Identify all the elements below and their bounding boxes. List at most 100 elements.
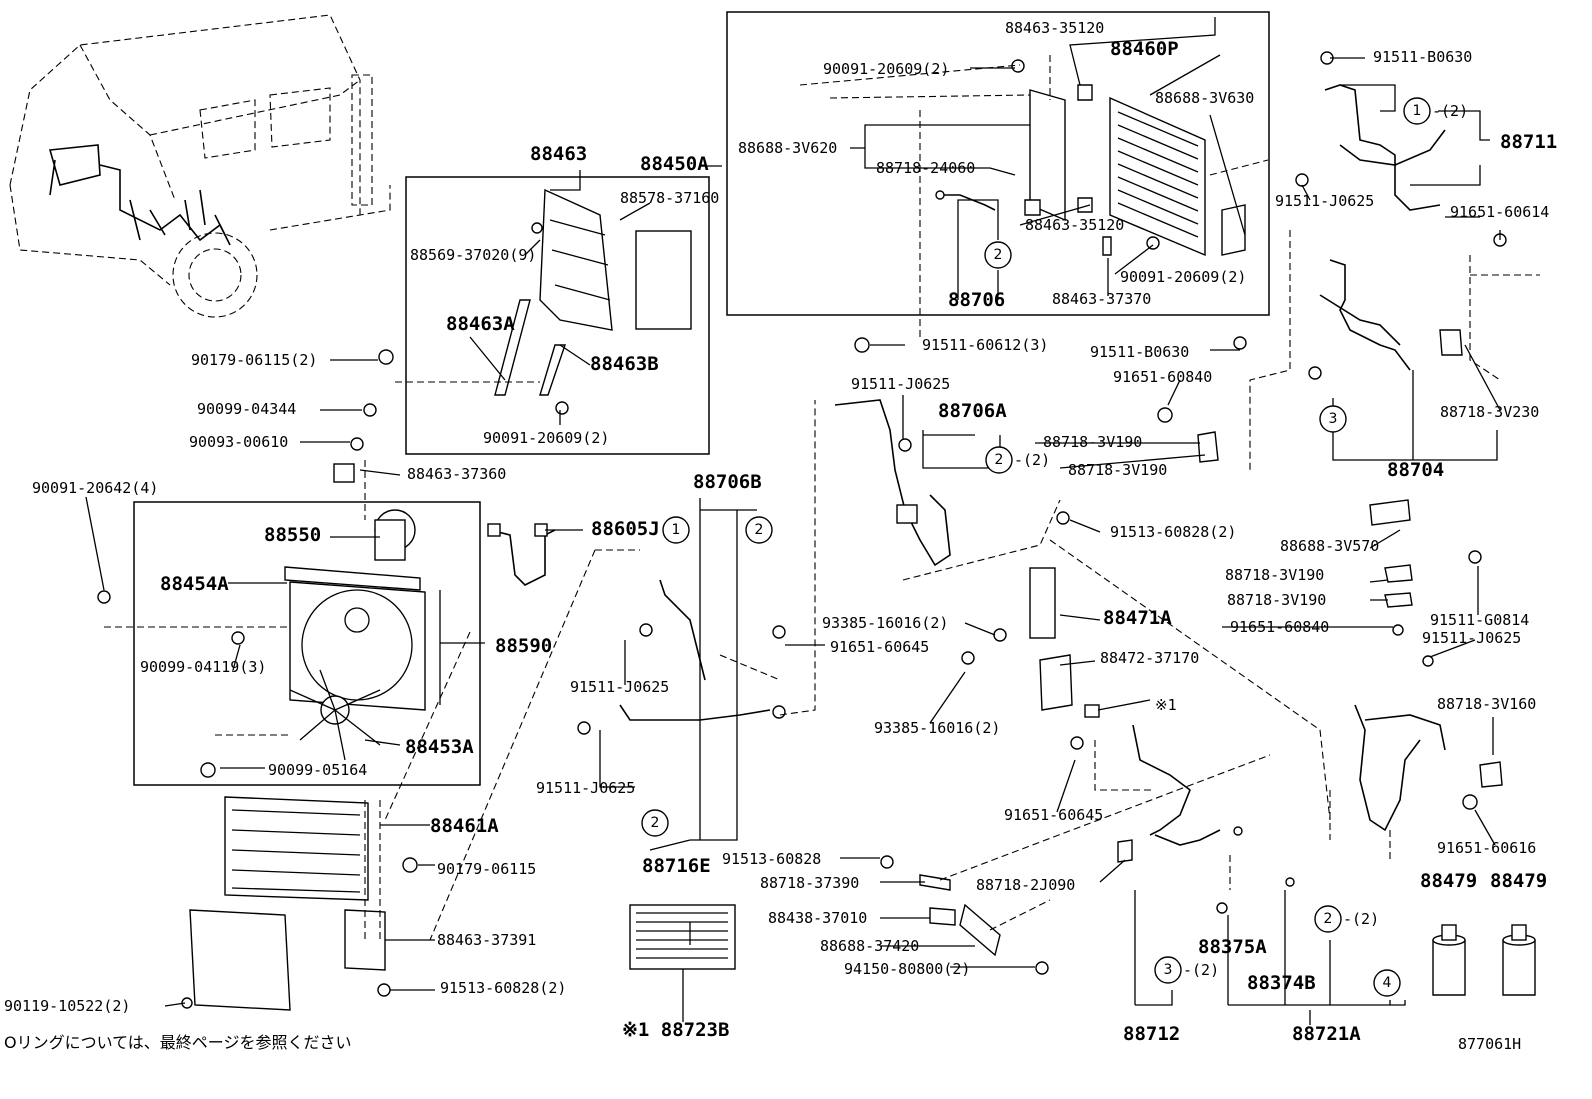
circle-marker-c7: 2: [641, 809, 669, 837]
circle-marker-ring: [985, 446, 1013, 474]
part-label-l22: 91511-60612(3): [922, 336, 1048, 354]
part-label-l10: 88569-37020(9): [410, 246, 536, 264]
pipe-88712: [1070, 724, 1243, 863]
part-label-l21: 91651-60614: [1450, 203, 1549, 221]
part-label-l11: 88463A: [446, 313, 515, 335]
part-label-l23: 91511-B0630: [1090, 343, 1189, 361]
part-label-l39: 88605J: [591, 518, 660, 540]
part-label-l71: 88463-37391: [437, 931, 536, 949]
part-label-l46: 88471A: [1103, 607, 1172, 629]
part-label-l28: 90093-00610: [189, 433, 288, 451]
group-box-88463: [405, 176, 710, 455]
part-label-l77: 90119-10522(2): [4, 997, 130, 1015]
part-label-l72: 88375A: [1198, 936, 1267, 958]
part-label-l01: 88463-35120: [1005, 19, 1104, 37]
part-label-l59: 91511-J0625: [536, 779, 635, 797]
circle-marker-c3: 3: [1319, 405, 1347, 433]
receiver-88471a: [961, 511, 1331, 821]
part-label-l58: 90099-05164: [268, 761, 367, 779]
circle-marker-number: 2: [1324, 911, 1333, 927]
part-label-l05: 88688-3V620: [738, 139, 837, 157]
part-label-l13: 90091-20609(2): [483, 429, 609, 447]
part-label-l07: 88463: [530, 143, 587, 165]
part-label-l04: 88688-3V630: [1155, 89, 1254, 107]
part-label-l54: ※1: [1155, 696, 1177, 714]
part-number-labels: 88463-3512088460P90091-20609(2)88688-3V6…: [4, 19, 1557, 1045]
circle-marker-number: 1: [672, 522, 681, 538]
circle-marker-number: 3: [1329, 411, 1338, 427]
diagram-id: 877061H: [1458, 1035, 1521, 1053]
part-label-l50: 88590: [495, 635, 552, 657]
circle-marker-ring: [1403, 97, 1431, 125]
circle-marker-ring: [1314, 905, 1342, 933]
part-label-l06: 88718-24060: [876, 159, 975, 177]
part-label-l32: 88718-3V190: [1043, 433, 1142, 451]
caution-label-88723b: [629, 904, 736, 1022]
circle-marker-ring: [662, 516, 690, 544]
part-label-l43: 88718-3V190: [1227, 591, 1326, 609]
circle-marker-number: 3: [1164, 962, 1173, 978]
part-label-l55: 88718-3V160: [1437, 695, 1536, 713]
part-label-l49: 90099-04119(3): [140, 658, 266, 676]
circle-marker-ring: [745, 516, 773, 544]
misc-lower-parts: [880, 754, 1271, 975]
part-label-l09: 88578-37160: [620, 189, 719, 207]
part-label-l40: 88688-3V570: [1280, 537, 1379, 555]
group-box-88450a: [726, 11, 1270, 316]
hoses-88706b-88716e: [429, 400, 816, 941]
part-label-l63: 91651-60616: [1437, 839, 1536, 857]
bracket-88463-group: [395, 188, 692, 415]
oring-note: Oリングについては、最終ページを参照ください: [4, 1033, 351, 1052]
part-label-l20: 91511-J0625: [1275, 192, 1374, 210]
circle-marker-number: 2: [994, 247, 1003, 263]
circle-marker-c10: 4: [1373, 969, 1401, 997]
fan-shroud-88590: [97, 349, 556, 778]
part-label-l68: 88479: [1420, 870, 1477, 892]
part-label-l31: 88706A: [938, 400, 1007, 422]
circle-marker-ring: [1373, 969, 1401, 997]
part-label-l65: 91513-60828: [722, 850, 821, 868]
part-label-l64: 90179-06115: [437, 860, 536, 878]
circle-marker-quantity: -(2): [1343, 910, 1379, 928]
part-label-l60: 91651-60645: [1004, 806, 1103, 824]
part-label-l42: 88718-3V190: [1225, 566, 1324, 584]
circle-marker-c4: 2 -(2): [985, 446, 1050, 474]
part-label-l27: 90099-04344: [197, 400, 296, 418]
circle-marker-ring: [1319, 405, 1347, 433]
part-label-l74: 94150-80800(2): [844, 960, 970, 978]
part-label-l37: 91513-60828(2): [1110, 523, 1236, 541]
part-label-l56: 93385-16016(2): [874, 719, 1000, 737]
hose-88706a: [834, 337, 1061, 581]
part-label-l26: 90179-06115(2): [191, 351, 317, 369]
part-label-l76: 91513-60828(2): [440, 979, 566, 997]
pipes-88711-88704: [1157, 51, 1540, 667]
part-label-l66: 88718-37390: [760, 874, 859, 892]
part-label-l41: 88454A: [160, 573, 229, 595]
oil-cans-88479: [1432, 924, 1536, 996]
part-label-l17: 88463-37370: [1052, 290, 1151, 308]
part-label-l80: 88721A: [1292, 1023, 1361, 1045]
circle-marker-c2: 2: [984, 241, 1012, 269]
part-label-l29: 88463-37360: [407, 465, 506, 483]
part-label-l53: 91511-J0625: [570, 678, 669, 696]
part-label-l62: 88716E: [642, 855, 711, 877]
part-label-l79: ※1 88723B: [622, 1019, 729, 1041]
circle-marker-c8: 2 -(2): [1314, 905, 1379, 933]
circle-marker-c9: 3 -(2): [1154, 956, 1219, 984]
part-label-l51: 91651-60645: [830, 638, 929, 656]
part-label-l78: 88712: [1123, 1023, 1180, 1045]
circle-marker-quantity: -(2): [1014, 451, 1050, 469]
part-label-l73: 88688-37420: [820, 937, 919, 955]
condenser-88461a: [181, 631, 471, 1011]
circle-marker-number: 4: [1383, 975, 1392, 991]
part-label-l48: 91511-J0625: [1422, 629, 1521, 647]
circle-marker-quantity: -(2): [1183, 961, 1219, 979]
part-label-l19: 88711: [1500, 131, 1557, 153]
circle-marker-c5: 1: [662, 516, 690, 544]
part-label-l08: 88450A: [640, 153, 709, 175]
part-label-l33: 88718-3V190: [1068, 461, 1167, 479]
part-label-l34: 88704: [1387, 459, 1444, 481]
part-label-l18: 91511-B0630: [1373, 48, 1472, 66]
circle-marker-number: 2: [995, 452, 1004, 468]
